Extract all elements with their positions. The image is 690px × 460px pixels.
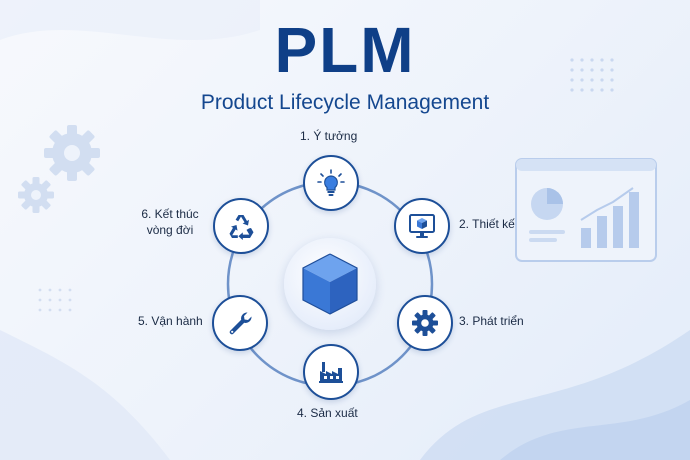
- stage-node-operation[interactable]: [212, 295, 268, 351]
- center-disc: [284, 238, 376, 330]
- stage-node-end-of-life[interactable]: [213, 198, 269, 254]
- recycle-icon: [229, 215, 254, 240]
- factory-icon: [319, 362, 343, 383]
- stage-label-design: 2. Thiết kế: [459, 217, 515, 231]
- wrench-icon: [229, 312, 252, 335]
- decorative-dashboard-icon: [515, 158, 657, 262]
- page-title: PLM: [274, 14, 416, 86]
- stage-node-production[interactable]: [303, 344, 359, 400]
- stage-node-design[interactable]: [394, 198, 450, 254]
- stage-label-end-of-life-line1: 6. Kết thúc: [141, 207, 199, 221]
- stage-label-operation: 5. Vận hành: [138, 314, 203, 328]
- page-subtitle: Product Lifecycle Management: [200, 91, 490, 114]
- stage-label-development: 3. Phát triển: [459, 314, 524, 328]
- monitor-cube-icon: [409, 214, 435, 238]
- cube-icon: [302, 253, 358, 315]
- lightbulb-icon: [317, 169, 345, 196]
- stage-label-production: 4. Sản xuất: [297, 406, 358, 420]
- stage-label-end-of-life-line2: vòng đời: [146, 223, 194, 237]
- stage-label-idea: 1. Ý tưởng: [300, 129, 358, 143]
- decorative-gears-icon: [18, 125, 100, 213]
- stage-node-idea[interactable]: [303, 155, 359, 211]
- gear-icon: [412, 310, 438, 336]
- stage-node-development[interactable]: [397, 295, 453, 351]
- stage-label-end-of-life: 6. Kết thúc vòng đời: [128, 206, 212, 238]
